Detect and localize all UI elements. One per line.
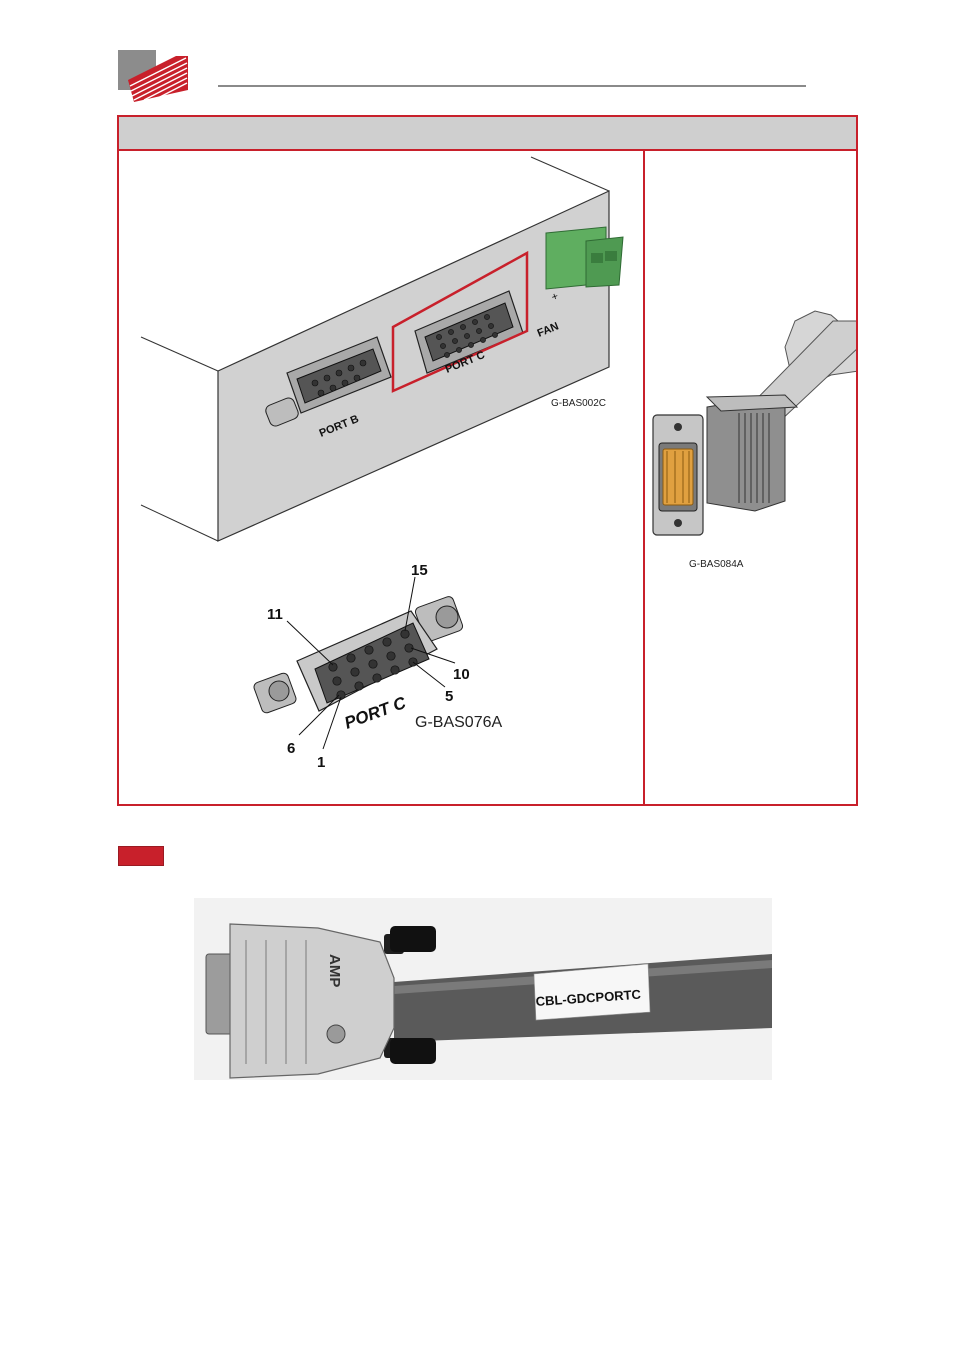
port-view-caption: G-BAS002C [551,398,606,409]
cable-photo: CBL-GDCPORTC AMP [194,898,772,1080]
figure-table: + FAN PORT B PORT C G-BAS002C [117,115,858,806]
amp-connector-hood [230,924,394,1078]
company-logo [114,50,194,105]
pin-label-5: 5 [445,688,453,705]
pin-label-6: 6 [287,740,295,757]
port-illustration: + FAN PORT B PORT C G-BAS002C [119,151,643,804]
pin-label-10: 10 [453,666,470,683]
section-marker [118,846,164,866]
plug-caption: G-BAS084A [689,559,744,570]
plug-illustration: G-BAS084A [645,151,856,804]
pin-label-15: 15 [411,562,428,579]
pinout-caption: G-BAS076A [415,714,502,731]
amp-brand-text: AMP [326,954,343,987]
fan-connector [546,227,623,289]
pin-label-11: 11 [267,606,283,623]
cable-label-sleeve: CBL-GDCPORTC [534,964,650,1020]
pinout-port-label: PORT C [342,693,409,733]
table-header-bar [119,117,856,151]
pin-label-1: 1 [317,754,325,771]
header-rule [218,85,806,87]
